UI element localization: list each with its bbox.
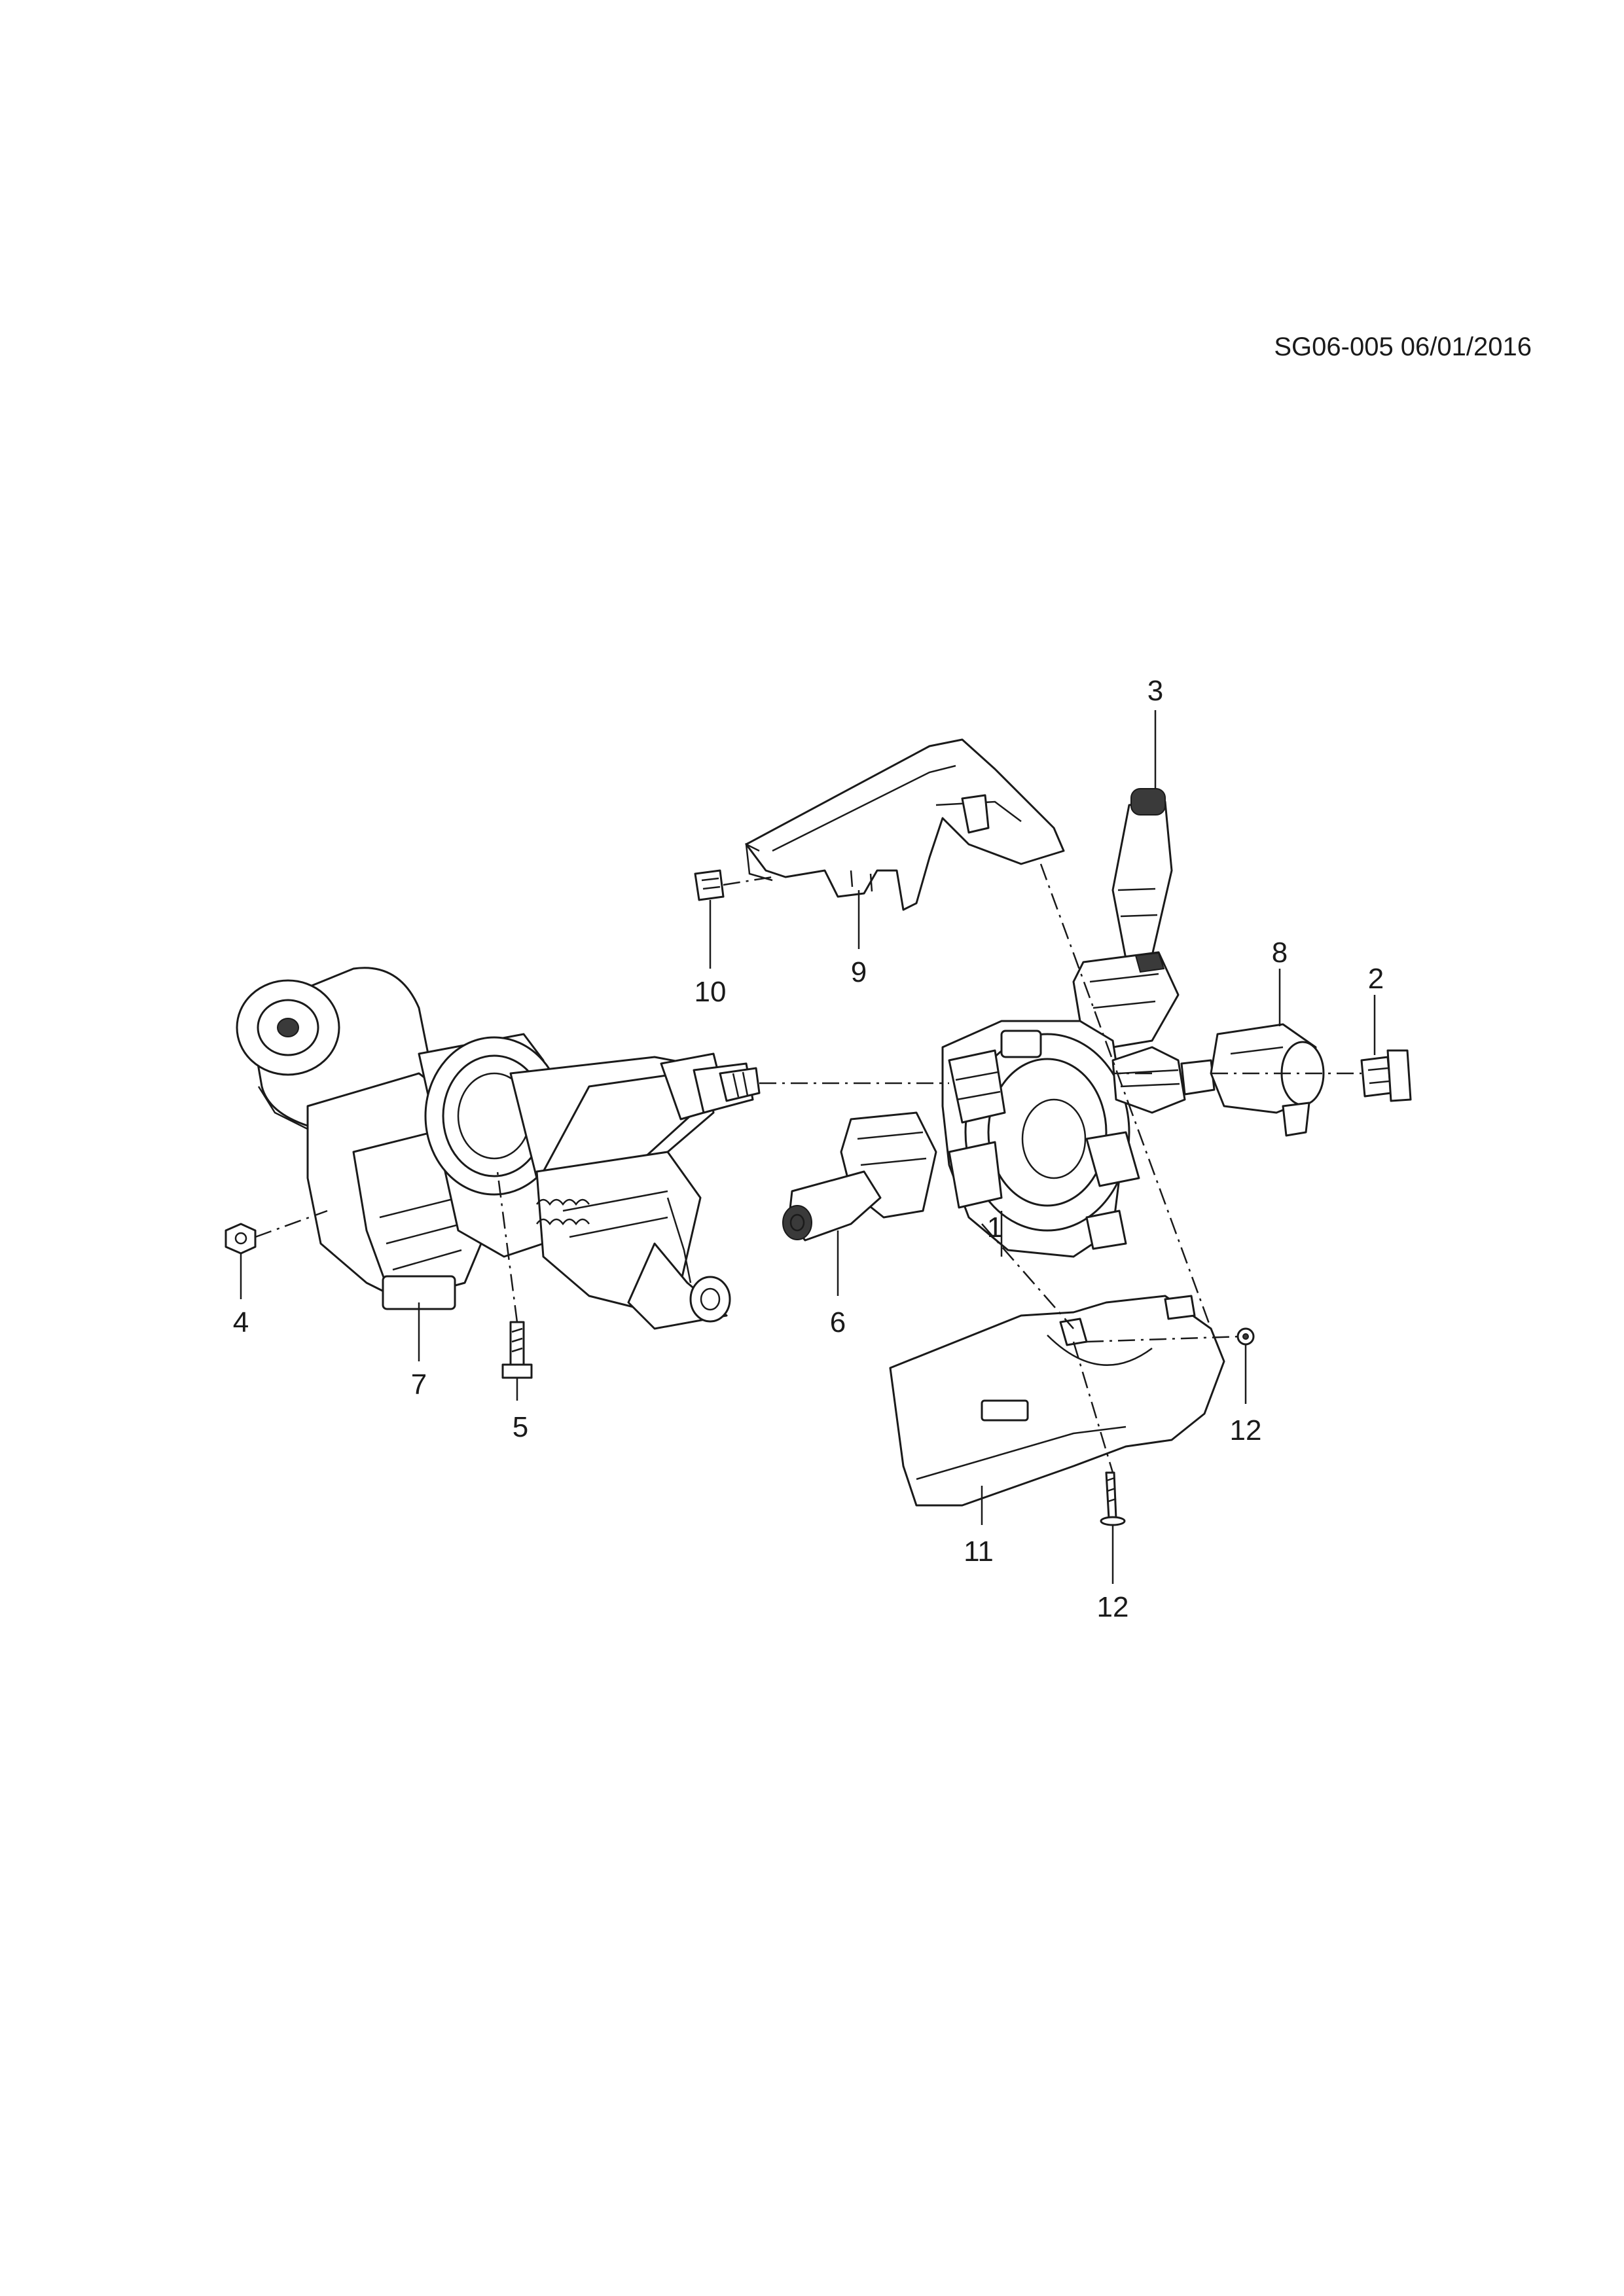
screw [1100,1471,1126,1526]
leader-lines [240,710,1376,1584]
callout-4: 4 [233,1306,249,1338]
callout-2: 2 [1368,963,1384,995]
callout-11: 11 [964,1535,994,1568]
steering-column-assembly [236,967,761,1330]
callout-7: 7 [411,1369,427,1401]
callout-8: 8 [1272,937,1288,969]
callout-12-upper: 12 [1230,1414,1262,1446]
callout-12-lower: 12 [1097,1591,1129,1623]
immobilizer-antenna [1111,1046,1216,1114]
cover-clip [694,869,725,901]
assembly-centerlines [255,863,1362,1473]
drawing-reference: SG06-005 06/01/2016 [1274,332,1532,361]
nut [225,1223,257,1255]
callout-3: 3 [1147,675,1163,707]
callout-1: 1 [987,1211,1003,1244]
ignition-switch [1210,1023,1325,1137]
callout-5: 5 [513,1411,528,1443]
upper-column-cover [745,738,1065,911]
callout-6: 6 [830,1306,846,1338]
turn-signal-switch [782,1111,937,1242]
callout-labels: 1 2 3 4 5 6 7 8 9 10 11 12 12 [233,675,1384,1623]
clockspring-switch-housing [941,1020,1140,1258]
lock-cylinder [1360,1049,1412,1102]
bolt [501,1321,533,1379]
lower-column-cover [889,1295,1225,1507]
clip-right [1236,1327,1255,1346]
callout-10: 10 [695,976,727,1008]
wiper-switch [1072,788,1180,1049]
callout-9: 9 [851,956,867,988]
